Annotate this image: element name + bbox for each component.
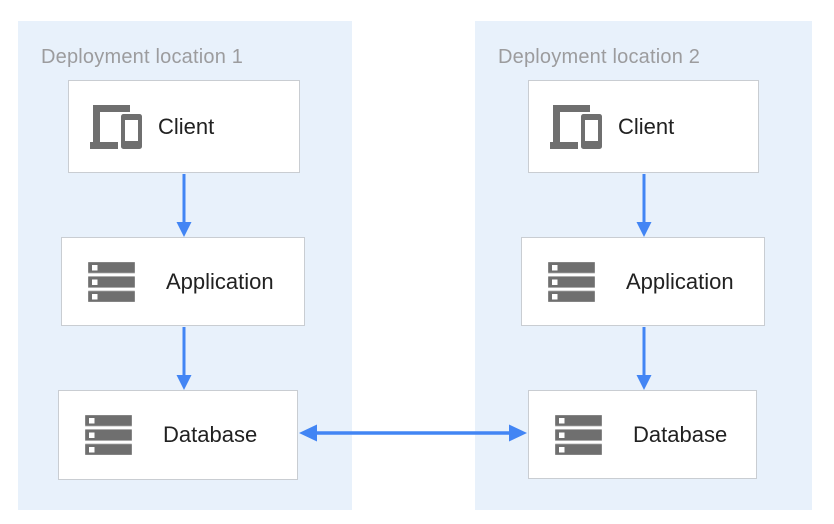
devices-icon [90, 104, 143, 149]
panel-title: Deployment location 1 [41, 46, 244, 68]
deployment-location-2-panel: Deployment location 2 Client [475, 21, 812, 510]
node-label: Database [633, 421, 728, 447]
server-stack-icon [548, 261, 595, 302]
deployment-location-1-panel: Deployment location 1 Client [18, 21, 352, 510]
node-label: Application [626, 268, 734, 294]
node-client-1: Client [68, 80, 300, 173]
node-label: Application [166, 268, 274, 294]
server-stack-icon [555, 414, 602, 455]
node-label: Client [618, 113, 675, 139]
devices-icon [550, 104, 603, 149]
node-label: Client [158, 113, 215, 139]
node-application-2: Application [521, 237, 765, 326]
node-application-1: Application [61, 237, 305, 326]
server-stack-icon [85, 415, 132, 455]
server-stack-icon [88, 261, 135, 302]
node-database-1: Database [58, 390, 298, 480]
node-label: Database [163, 422, 258, 447]
node-client-2: Client [528, 80, 759, 173]
panel-title: Deployment location 2 [498, 46, 701, 68]
node-database-2: Database [528, 390, 757, 479]
